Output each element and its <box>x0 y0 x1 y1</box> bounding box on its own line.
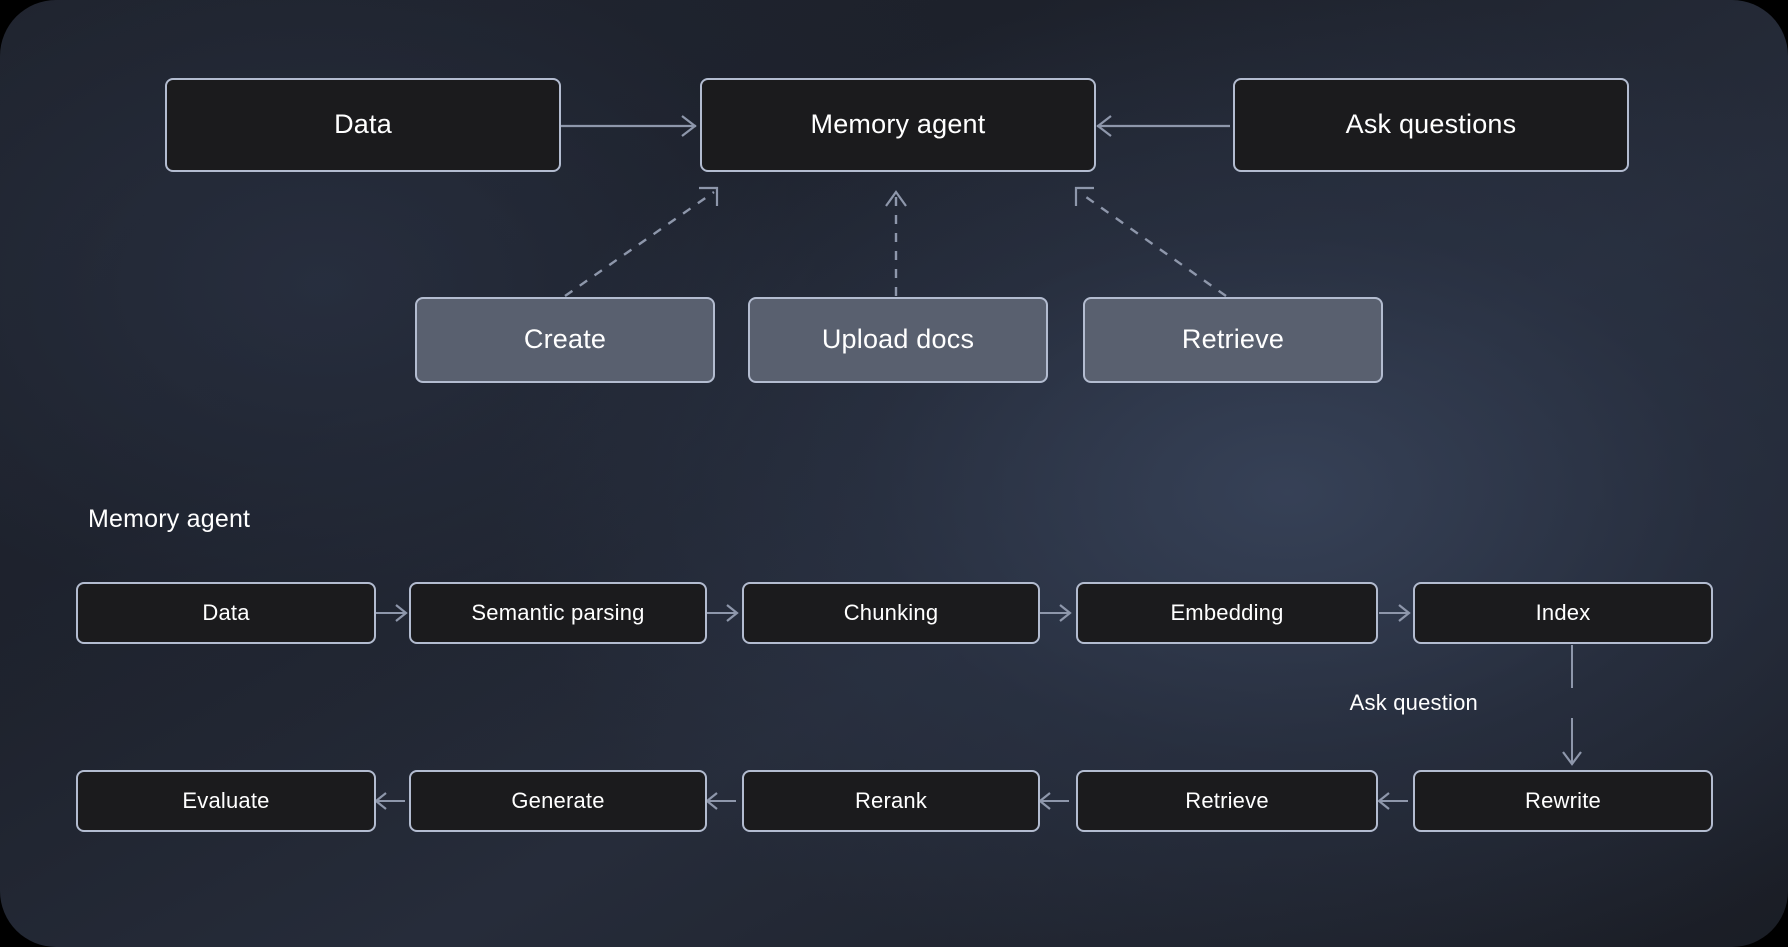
arrowhead-embedding-to-index <box>1398 604 1411 622</box>
wire-create-to-memory-agent <box>564 191 715 297</box>
wire-retrieve-to-memory-agent <box>1078 191 1227 297</box>
arrowhead-rerank-to-generate <box>705 792 718 810</box>
arrowhead-semantic-parsing-to-chunking <box>726 604 739 622</box>
node-capability-create[interactable]: Create <box>415 297 715 383</box>
arrowhead-retrieve-to-rerank <box>1038 792 1051 810</box>
pipeline-node-index[interactable]: Index <box>1413 582 1713 644</box>
pipeline-section-title: Memory agent <box>88 505 251 533</box>
arrowhead-chunking-to-embedding <box>1059 604 1072 622</box>
pipeline-node-generate[interactable]: Generate <box>409 770 707 832</box>
edge-label-ask-question: Ask question <box>1349 690 1478 715</box>
arrowhead-data-to-memory-agent <box>681 115 697 137</box>
arrowhead-generate-to-evaluate <box>374 792 387 810</box>
node-memory-agent[interactable]: Memory agent <box>700 78 1096 172</box>
pipeline-node-evaluate[interactable]: Evaluate <box>76 770 376 832</box>
pipeline-node-retrieve[interactable]: Retrieve <box>1076 770 1378 832</box>
pipeline-node-rewrite[interactable]: Rewrite <box>1413 770 1713 832</box>
node-capability-retrieve[interactable]: Retrieve <box>1083 297 1383 383</box>
node-ask-questions[interactable]: Ask questions <box>1233 78 1629 172</box>
pipeline-node-chunking[interactable]: Chunking <box>742 582 1040 644</box>
node-data-source[interactable]: Data <box>165 78 561 172</box>
pipeline-node-embedding[interactable]: Embedding <box>1076 582 1378 644</box>
arrowhead-create-to-memory-agent <box>699 186 719 206</box>
pipeline-node-semantic-parsing[interactable]: Semantic parsing <box>409 582 707 644</box>
pipeline-node-rerank[interactable]: Rerank <box>742 770 1040 832</box>
arrowhead-upload-docs-to-memory-agent <box>885 190 907 207</box>
arrowhead-rewrite-to-retrieve <box>1377 792 1390 810</box>
arrowhead-ask-question-to-rewrite <box>1562 751 1582 766</box>
arrowhead-data-to-semantic-parsing <box>395 604 408 622</box>
pipeline-node-data[interactable]: Data <box>76 582 376 644</box>
arrowhead-retrieve-to-memory-agent <box>1074 186 1094 206</box>
arrowhead-ask-questions-to-memory-agent <box>1096 115 1112 137</box>
node-capability-upload-docs[interactable]: Upload docs <box>748 297 1048 383</box>
